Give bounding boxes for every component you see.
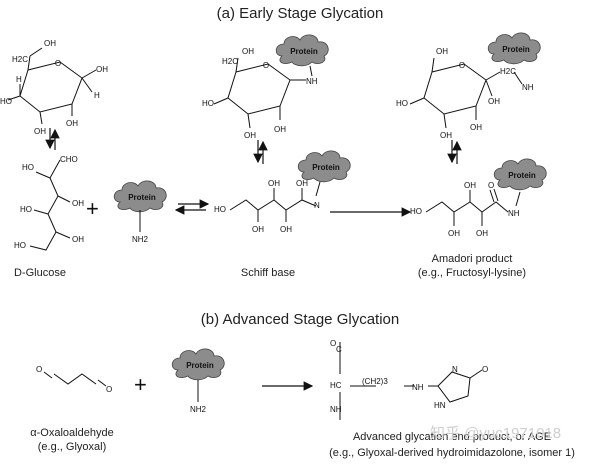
- age-structure: C O HC NH (CH2)3 NH N HN O: [330, 339, 488, 420]
- schiff-ring-oh-2: OH: [274, 125, 286, 134]
- schiff-n: N: [314, 201, 320, 210]
- schiff-ring-oh-3: OH: [244, 131, 256, 140]
- protein-label-5: Protein: [508, 171, 536, 180]
- amadori-ring-oh-3: OH: [470, 123, 482, 132]
- open-oh-label-2: OH: [72, 235, 84, 244]
- schiff-base-open-chain: HO OH OH OH OH N: [214, 179, 321, 234]
- protein-label-6: Protein: [186, 361, 214, 370]
- protein-label-2: Protein: [290, 47, 318, 56]
- age-nh-backbone: NH: [330, 405, 342, 414]
- amadori-oh-2: OH: [464, 181, 476, 190]
- advanced-stage-title: (b) Advanced Stage Glycation: [201, 311, 399, 328]
- amadori-nh: NH: [508, 209, 520, 218]
- open-cho-label: CHO: [60, 155, 78, 164]
- amadori-caption-1: Amadori product: [432, 253, 513, 265]
- schiff-oh-4: OH: [296, 179, 308, 188]
- ring-h2c-label: H2C: [12, 55, 28, 64]
- age-o-ring: O: [482, 365, 488, 374]
- schiff-ring-h2c: H2C: [222, 57, 238, 66]
- open-ho-label-1: HO: [22, 163, 34, 172]
- protein-amadori-chain: Protein: [493, 158, 547, 191]
- ring-h-label-2: H: [16, 75, 22, 84]
- glucose-ring-structure: O OH H2C OH H OH OH HO H: [0, 39, 108, 136]
- protein-label-3: Protein: [312, 163, 340, 172]
- open-ho-label-3: HO: [14, 241, 26, 250]
- schiff-ring-oh-1: OH: [242, 47, 254, 56]
- protein-label-4: Protein: [502, 45, 530, 54]
- glyoxal-o-2: O: [106, 385, 112, 394]
- schiff-oh-2: OH: [268, 179, 280, 188]
- glucose-equilibrium-arrow: [45, 128, 60, 150]
- age-o: O: [330, 339, 336, 348]
- schiff-ring-nh: NH: [306, 77, 318, 86]
- glyoxal-structure: O O: [36, 365, 112, 394]
- age-hn-ring: HN: [434, 401, 446, 410]
- glycosylamine-ring: O H2C OH NH OH OH HO: [202, 47, 318, 140]
- age-c: C: [336, 345, 342, 354]
- protein-label-1: Protein: [128, 193, 156, 202]
- age-n-ring: N: [452, 365, 458, 374]
- schiff-ring-ho: HO: [202, 99, 214, 108]
- reversible-arrow-1: [174, 199, 210, 215]
- protein-with-amine: Protein: [113, 180, 167, 213]
- plus-sign-advanced: +: [134, 372, 147, 397]
- age-hc: HC: [330, 381, 342, 390]
- age-caption-2: (e.g., Glyoxal-derived hydroimidazolone,…: [329, 447, 575, 459]
- d-glucose-caption: D-Glucose: [14, 267, 66, 279]
- oxaloaldehyde-caption-2: (e.g., Glyoxal): [38, 441, 106, 453]
- schiff-equilibrium-arrow: [253, 140, 268, 164]
- amadori-caption-2: (e.g., Fructosyl-lysine): [418, 267, 526, 279]
- protein-schiff-ring: Protein: [275, 34, 329, 67]
- amadori-oh-3: OH: [476, 229, 488, 238]
- amadori-ho: HO: [410, 207, 422, 216]
- schiff-base-caption: Schiff base: [241, 267, 295, 279]
- protein-advanced: Protein: [171, 348, 225, 381]
- open-ho-label-2: HO: [20, 205, 32, 214]
- early-stage-title: (a) Early Stage Glycation: [217, 5, 384, 22]
- age-chain: (CH2)3: [362, 377, 388, 386]
- amadori-ring-oh-2: OH: [488, 97, 500, 106]
- ring-h-label-1: H: [94, 91, 100, 100]
- protein-schiff-chain: Protein: [297, 150, 351, 183]
- plus-sign-early: +: [86, 196, 99, 221]
- amadori-ring-ho: HO: [396, 99, 408, 108]
- ring-oh-label-1: OH: [44, 39, 56, 48]
- amadori-ring-nh: NH: [522, 83, 534, 92]
- schiff-ho: HO: [214, 205, 226, 214]
- amadori-oh-1: OH: [448, 229, 460, 238]
- schiff-ring-o: O: [263, 61, 269, 70]
- ring-oh-label-2: OH: [96, 65, 108, 74]
- amadori-ring-oh-1: OH: [436, 47, 448, 56]
- ring-oh-label-3: OH: [66, 119, 78, 128]
- glyoxal-o-1: O: [36, 365, 42, 374]
- d-glucose-open-chain: CHO HO OH HO OH HO: [14, 155, 84, 251]
- oxaloaldehyde-caption-1: α-Oxaloaldehyde: [30, 427, 113, 439]
- amadori-open-chain: HO OH OH OH O NH: [410, 181, 520, 238]
- ring-o-label: O: [55, 59, 61, 68]
- watermark: 知乎 @yuc1971018: [430, 425, 561, 442]
- protein-amadori-ring: Protein: [487, 32, 541, 65]
- open-oh-label-1: OH: [72, 199, 84, 208]
- schiff-oh-3: OH: [280, 225, 292, 234]
- ring-oh-label-4: OH: [34, 127, 46, 136]
- age-caption-1: Advanced glycation end product, or AGE: [353, 431, 551, 443]
- amadori-o: O: [488, 181, 494, 190]
- amadori-equilibrium-arrow: [447, 140, 462, 164]
- nh2-label-2: NH2: [190, 405, 207, 414]
- schiff-oh-1: OH: [252, 225, 264, 234]
- amadori-ring-h2c: H2C: [500, 67, 516, 76]
- amadori-ring-oh-4: OH: [440, 131, 452, 140]
- ring-ho-label: HO: [0, 97, 12, 106]
- age-nh-side: NH: [412, 383, 424, 392]
- nh2-label-1: NH2: [132, 235, 149, 244]
- amadori-ring-o: O: [459, 61, 465, 70]
- amadori-ring: O OH H2C OH OH OH HO: [396, 47, 516, 140]
